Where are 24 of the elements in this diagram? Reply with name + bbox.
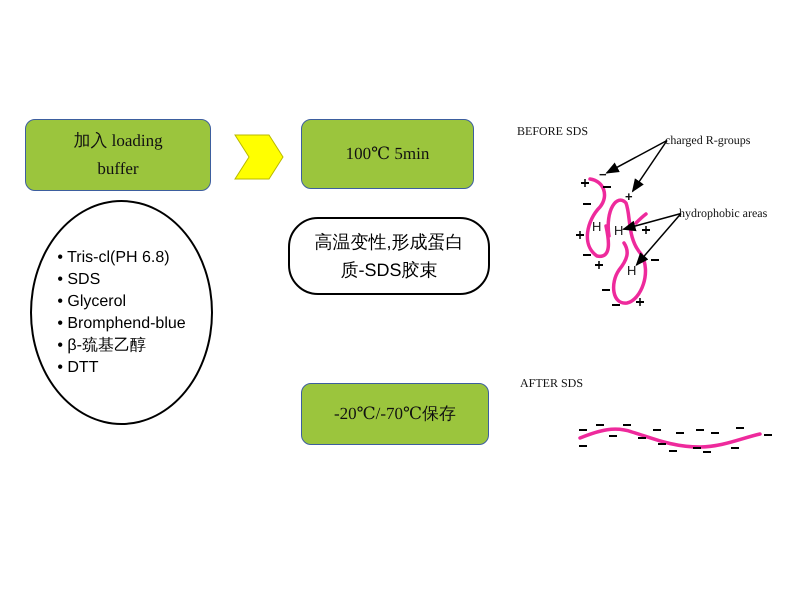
chevron-arrow <box>234 134 284 180</box>
list-item: • SDS <box>57 270 102 290</box>
callout-text: hydrophobic areas <box>679 206 768 221</box>
charge-sign: + <box>625 189 633 205</box>
heading-label: AFTER SDS <box>520 376 584 391</box>
list-item: • Bromphend-blue <box>57 314 186 334</box>
process-box: 100℃ 5min <box>301 119 474 189</box>
note-box: 高温变性,形成蛋白质-SDS胶束 <box>288 217 490 295</box>
heading-label: BEFORE SDS <box>517 124 588 139</box>
hydrophobic-label: H <box>592 219 602 234</box>
charge-sign: − <box>599 167 607 183</box>
list-item: • β-巯基乙醇 <box>57 336 147 356</box>
leader-arrow <box>605 140 668 174</box>
storage-box: -20℃/-70℃保存 <box>301 383 489 445</box>
list-item: • DTT <box>57 358 100 378</box>
leader-arrow <box>632 140 668 192</box>
hydrophobic-label: H <box>614 223 624 238</box>
leader-arrow <box>622 212 682 232</box>
process-box: 加入 loading buffer <box>25 119 211 191</box>
leader-arrow <box>636 213 682 266</box>
list-item: • Glycerol <box>57 292 128 312</box>
callout-text: charged R-groups <box>665 133 750 148</box>
list-item: • Tris-cl(PH 6.8) <box>57 248 171 268</box>
hydrophobic-label: H <box>627 263 636 278</box>
